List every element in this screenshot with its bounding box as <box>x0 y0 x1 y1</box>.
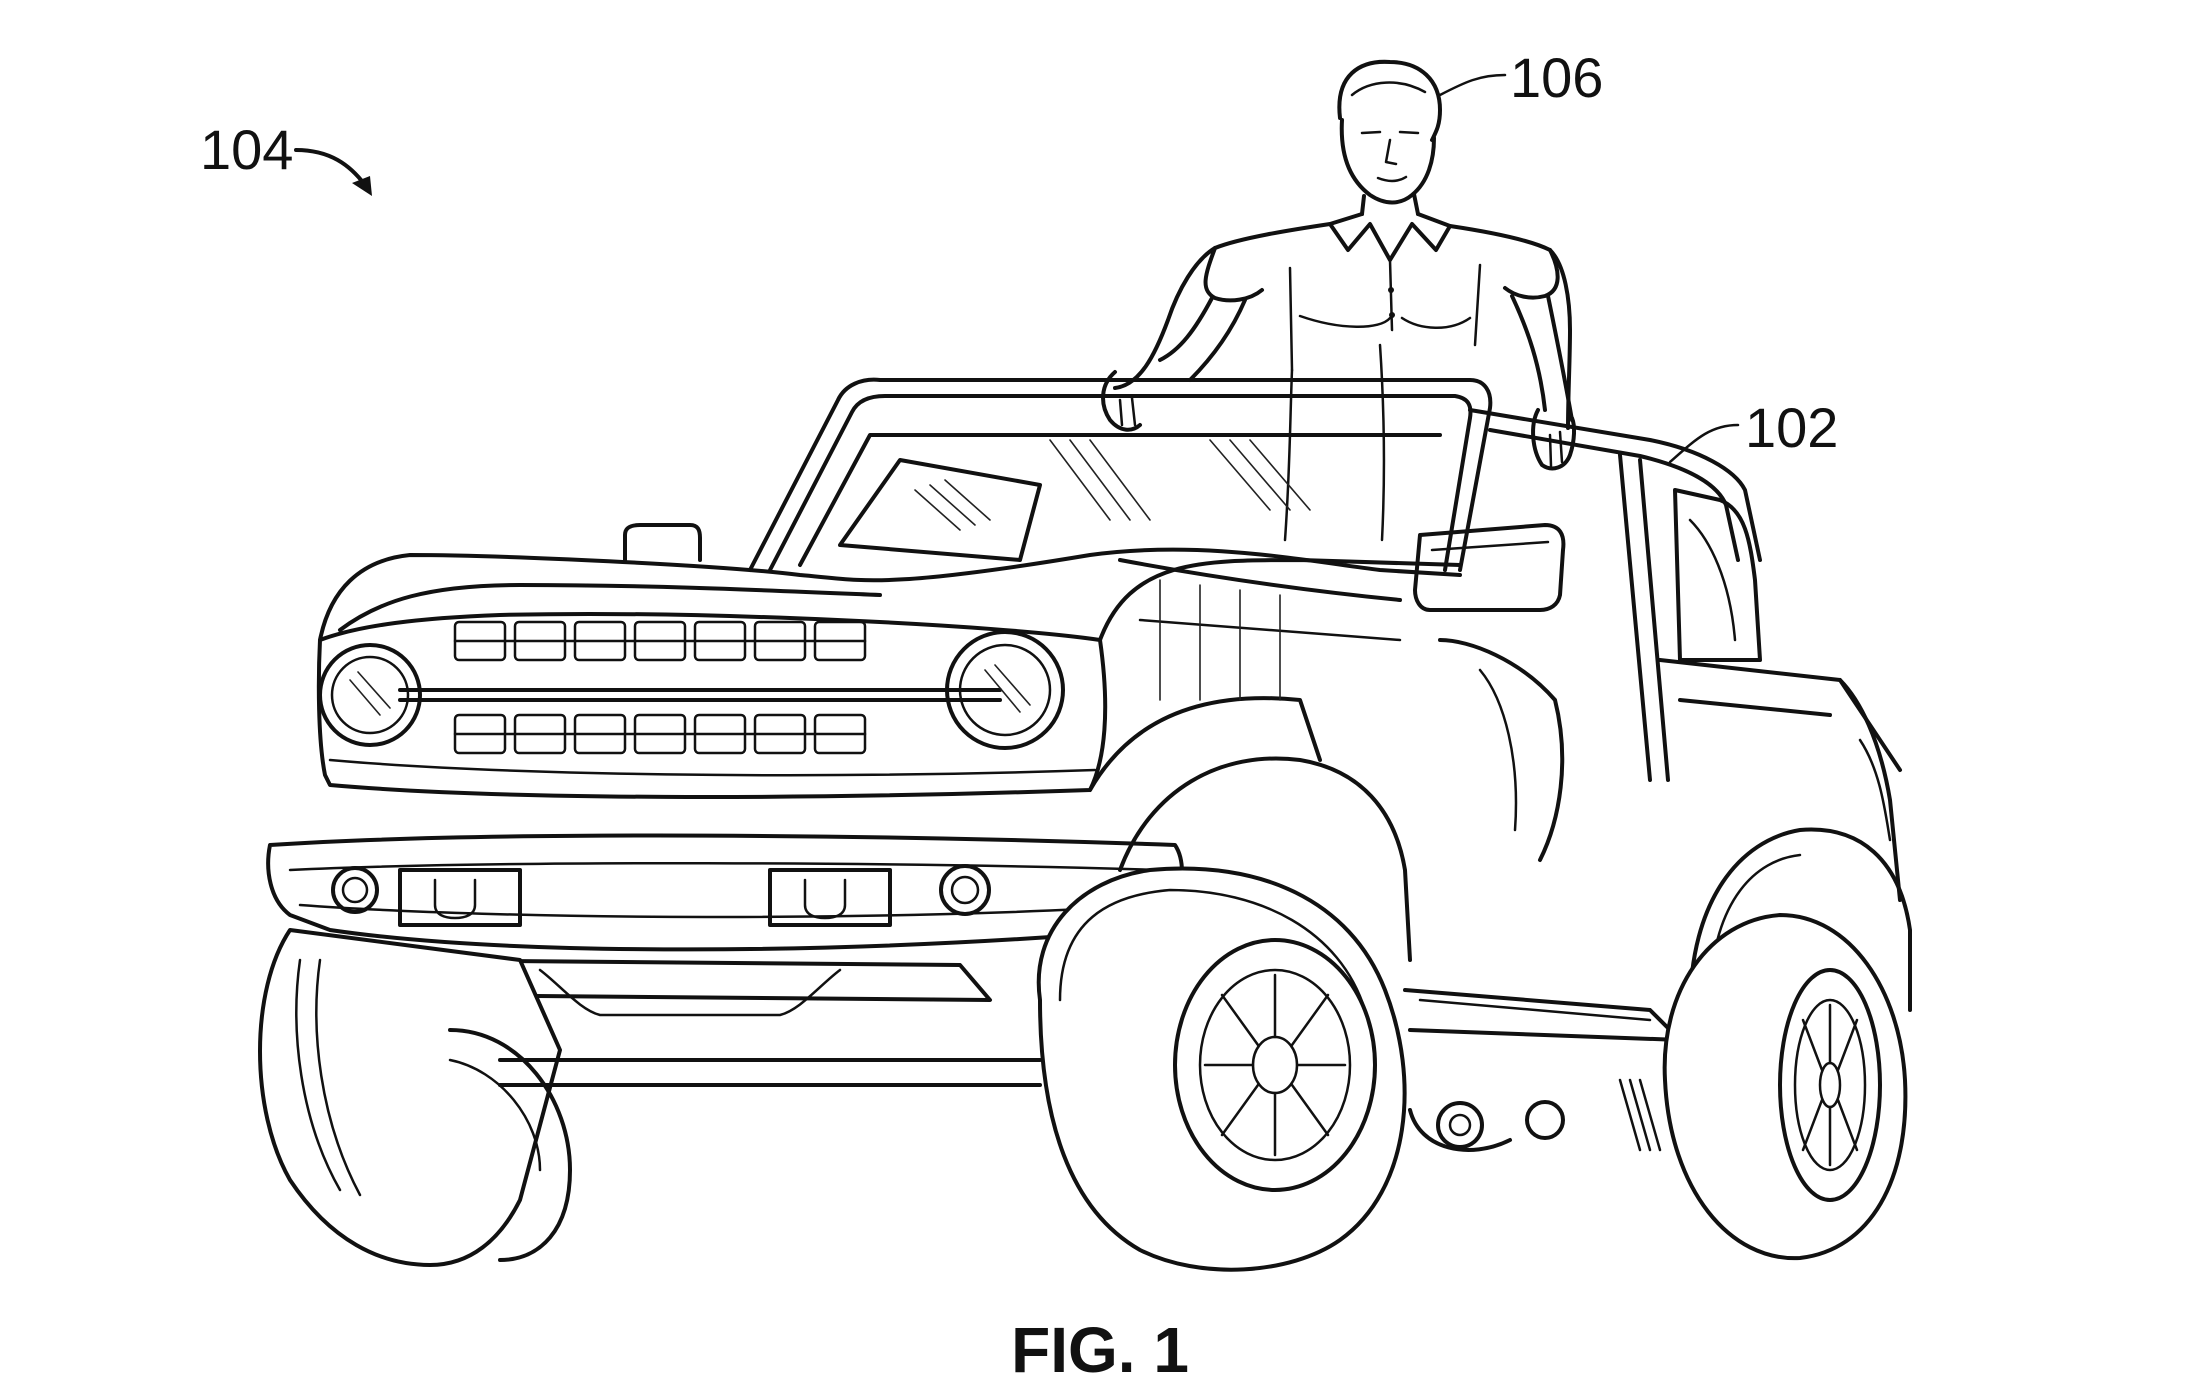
leader-line-106 <box>1440 75 1505 95</box>
person-drawing-icon <box>1103 62 1574 540</box>
reference-label-104: 104 <box>200 122 293 178</box>
reference-arrow-104 <box>296 150 372 196</box>
reference-label-102: 102 <box>1745 400 1838 456</box>
reference-label-106: 106 <box>1510 50 1603 106</box>
vehicle-drawing-icon <box>260 380 1910 1270</box>
figure-caption: FIG. 1 <box>0 1318 2200 1382</box>
